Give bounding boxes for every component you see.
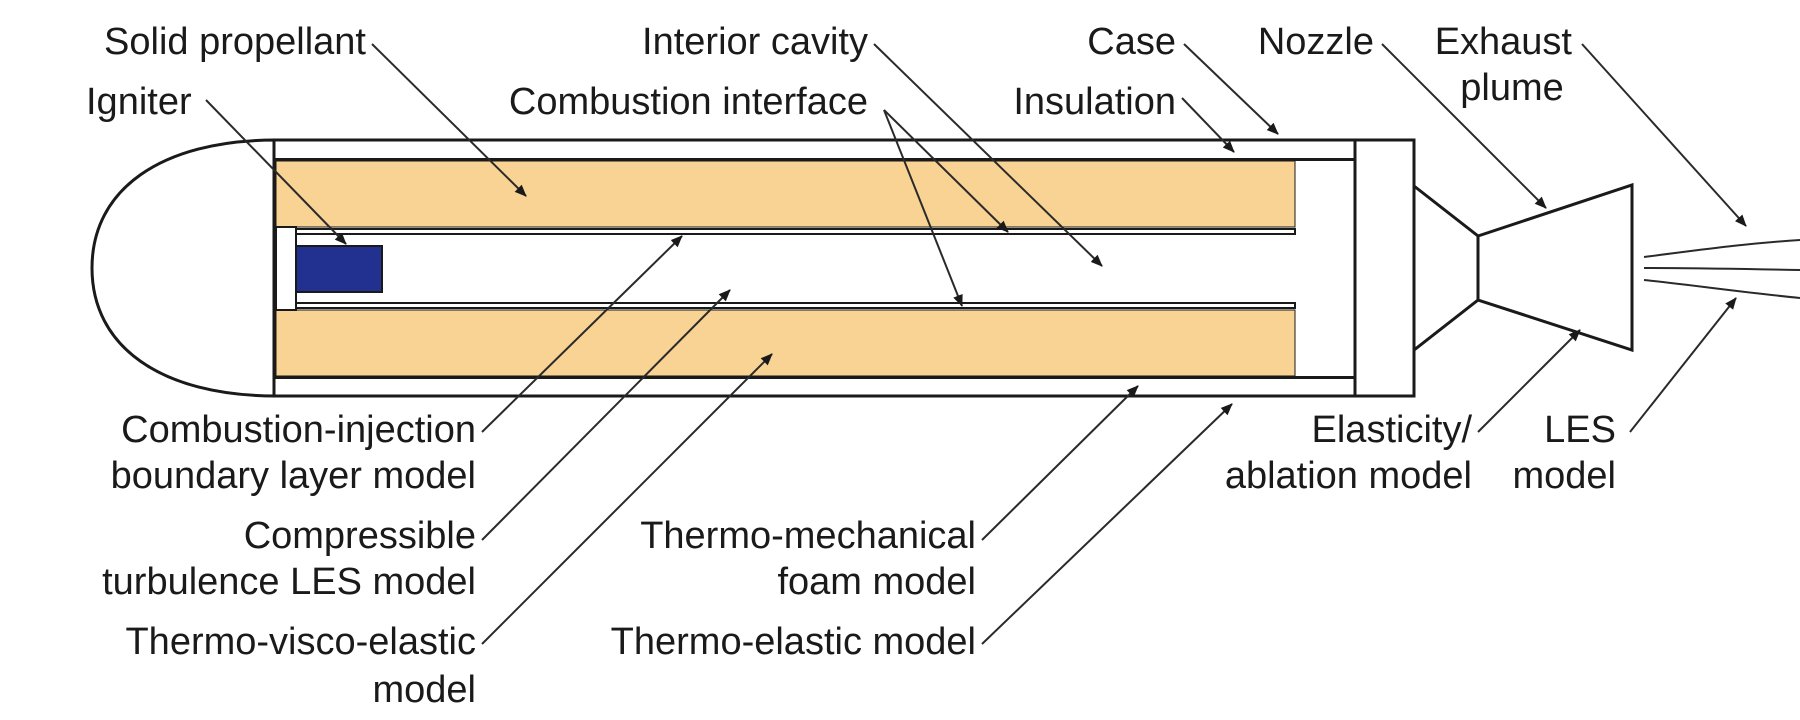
labels: Solid propellant Igniter Interior cavity…	[86, 21, 1616, 711]
leader-elasticity-ablation	[1477, 329, 1581, 433]
rocket-motor	[90, 138, 1800, 398]
leader-combustion-interface-b	[883, 109, 963, 307]
label-les-model-2: model	[1513, 455, 1617, 497]
label-case: Case	[1087, 21, 1176, 63]
leader-igniter	[205, 99, 347, 245]
propellant-top	[275, 160, 1296, 228]
igniter-mount	[275, 226, 297, 311]
label-exhaust-plume-2: plume	[1460, 67, 1564, 109]
label-nozzle: Nozzle	[1258, 21, 1374, 63]
leader-interior-cavity	[873, 43, 1103, 267]
inner-liner-bottom	[295, 302, 1296, 309]
insulation-layer-bottom	[274, 376, 1354, 379]
inner-liner-top	[295, 228, 1296, 235]
leader-thermo-elastic	[981, 403, 1233, 645]
label-interior-cavity: Interior cavity	[642, 21, 868, 63]
label-exhaust-plume-1: Exhaust	[1435, 21, 1573, 63]
leader-lines	[205, 43, 1747, 645]
label-thermo-elastic: Thermo-elastic model	[611, 621, 976, 663]
leader-combustion-interface-a	[883, 109, 1009, 233]
leader-les-model	[1629, 297, 1737, 433]
label-compressible-les-1: Compressible	[244, 515, 476, 557]
label-thermo-visco-elastic-2: model	[373, 669, 477, 711]
label-combustion-interface: Combustion interface	[509, 81, 868, 123]
label-compressible-les-2: turbulence LES model	[102, 561, 476, 603]
propellant-bottom	[275, 309, 1296, 377]
leader-case	[1183, 43, 1279, 135]
insulation-layer-top	[274, 158, 1354, 161]
label-thermo-mechanical-foam-2: foam model	[777, 561, 976, 603]
leader-thermo-visco-elastic	[481, 353, 773, 645]
label-combustion-injection-2: boundary layer model	[111, 455, 476, 497]
label-solid-propellant: Solid propellant	[104, 21, 366, 63]
label-igniter: Igniter	[86, 81, 192, 123]
leader-exhaust-plume	[1581, 43, 1747, 227]
label-thermo-mechanical-foam-1: Thermo-mechanical	[640, 515, 976, 557]
leader-combustion-injection	[481, 235, 683, 433]
nozzle-divergent-cone	[1476, 182, 1634, 353]
label-elasticity-ablation-1: Elasticity/	[1312, 409, 1473, 451]
leader-insulation	[1181, 97, 1235, 153]
label-insulation: Insulation	[1013, 81, 1176, 123]
igniter-block	[295, 245, 383, 293]
leader-solid-propellant	[371, 43, 527, 197]
exhaust-plume-lines	[1643, 239, 1800, 299]
nose-cone	[90, 138, 278, 398]
label-thermo-visco-elastic-1: Thermo-visco-elastic	[125, 621, 476, 663]
label-les-model-1: LES	[1544, 409, 1616, 451]
leader-compressible-les	[481, 289, 731, 541]
nozzle-throat-convergent	[1412, 182, 1480, 354]
label-elasticity-ablation-2: ablation model	[1225, 455, 1472, 497]
label-combustion-injection-1: Combustion-injection	[121, 409, 476, 451]
leader-nozzle	[1381, 43, 1547, 209]
leader-thermo-mechanical-foam	[981, 385, 1139, 541]
